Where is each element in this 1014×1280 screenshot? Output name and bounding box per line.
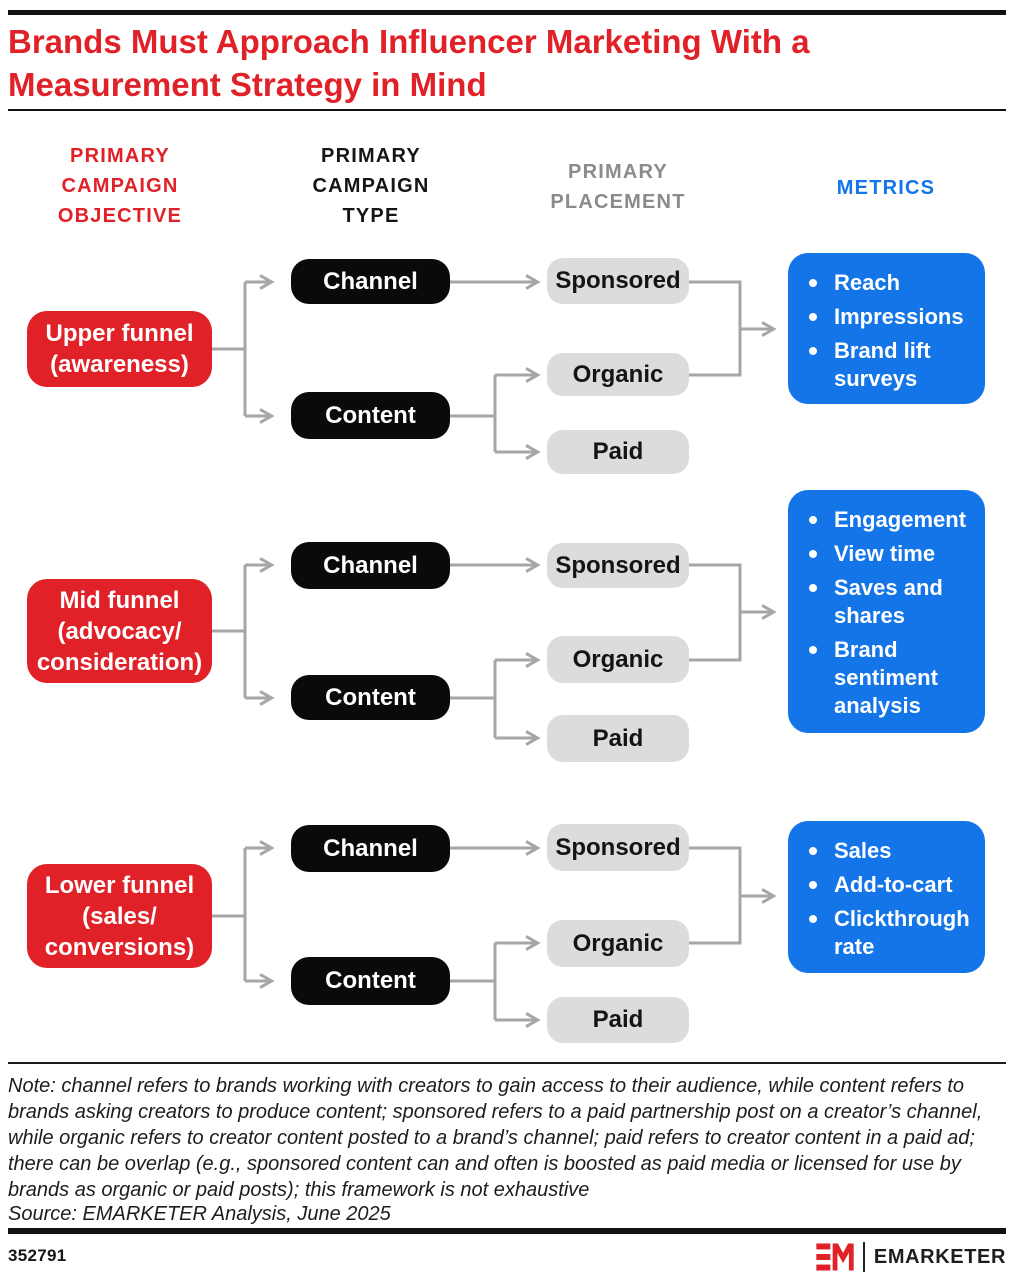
title-divider: [8, 109, 1006, 111]
note-divider: [8, 1062, 1006, 1064]
objective-box-upper-funnel: Upper funnel (awareness): [27, 311, 212, 387]
header-line: PRIMARY: [321, 145, 421, 167]
campaign-type-box-channel: Channel: [291, 825, 450, 872]
header-line: CAMPAIGN: [312, 175, 430, 197]
top-rule: [8, 10, 1006, 15]
header-line: CAMPAIGN: [61, 175, 179, 197]
column-header-primary-campaign-objective: PRIMARY CAMPAIGN OBJECTIVE: [10, 141, 230, 231]
column-header-metrics: METRICS: [776, 173, 996, 203]
header-line: PRIMARY: [70, 145, 170, 167]
objective-line: consideration): [36, 648, 203, 676]
metric-item: Engagement: [788, 506, 977, 534]
header-line: OBJECTIVE: [57, 205, 183, 227]
header-line: METRICS: [836, 177, 936, 199]
page-title: Brands Must Approach Influencer Marketin…: [8, 23, 810, 103]
brand-name: EMARKETER: [873, 1245, 1006, 1268]
objective-line: conversions): [44, 933, 195, 961]
column-header-primary-campaign-type: PRIMARY CAMPAIGN TYPE: [261, 141, 481, 231]
objective-line: (sales/: [82, 902, 157, 930]
metric-item: Impressions: [788, 303, 977, 331]
objective-box-lower-funnel: Lower funnel (sales/ conversions): [27, 864, 212, 968]
header-line: TYPE: [342, 205, 400, 227]
metric-item: Reach: [788, 269, 977, 297]
chart-id: 352791: [8, 1246, 67, 1265]
campaign-type-box-content: Content: [291, 957, 450, 1005]
objective-line: Upper funnel: [45, 320, 194, 347]
metric-item: Brand lift surveys: [788, 337, 977, 393]
placement-box-organic: Organic: [547, 636, 689, 683]
objective-line: (advocacy/: [57, 617, 182, 645]
objective-line: (awareness): [50, 351, 189, 378]
logo-divider: [862, 1242, 865, 1272]
emarketer-logo: EMARKETER: [816, 1242, 1006, 1272]
objective-line: Lower funnel: [44, 871, 195, 899]
column-header-primary-placement: PRIMARY PLACEMENT: [508, 157, 728, 217]
emarketer-em-icon: [816, 1243, 854, 1271]
placement-box-sponsored: Sponsored: [547, 258, 689, 304]
metric-item: Add-to-cart: [788, 871, 977, 899]
campaign-type-box-channel: Channel: [291, 542, 450, 589]
placement-box-sponsored: Sponsored: [547, 543, 689, 588]
footer-rule: [8, 1228, 1006, 1234]
metric-item: View time: [788, 540, 977, 568]
campaign-type-box-channel: Channel: [291, 259, 450, 304]
metric-item: Clickthrough rate: [788, 905, 977, 961]
metric-item: Sales: [788, 837, 977, 865]
placement-box-organic: Organic: [547, 353, 689, 396]
campaign-type-box-content: Content: [291, 392, 450, 439]
header-line: PLACEMENT: [550, 191, 686, 213]
placement-box-organic: Organic: [547, 920, 689, 967]
placement-box-paid: Paid: [547, 430, 689, 474]
placement-box-paid: Paid: [547, 715, 689, 762]
header-line: PRIMARY: [568, 161, 668, 183]
metric-item: Brand sentiment analysis: [788, 636, 977, 720]
metric-item: Saves and shares: [788, 574, 977, 630]
placement-box-paid: Paid: [547, 997, 689, 1043]
source-text: Source: EMARKETER Analysis, June 2025: [8, 1203, 391, 1225]
note-text: Note: channel refers to brands working w…: [8, 1075, 983, 1201]
campaign-type-box-content: Content: [291, 675, 450, 720]
objective-box-mid-funnel: Mid funnel (advocacy/ consideration): [27, 579, 212, 683]
placement-box-sponsored: Sponsored: [547, 824, 689, 871]
objective-line: Mid funnel: [59, 586, 180, 614]
